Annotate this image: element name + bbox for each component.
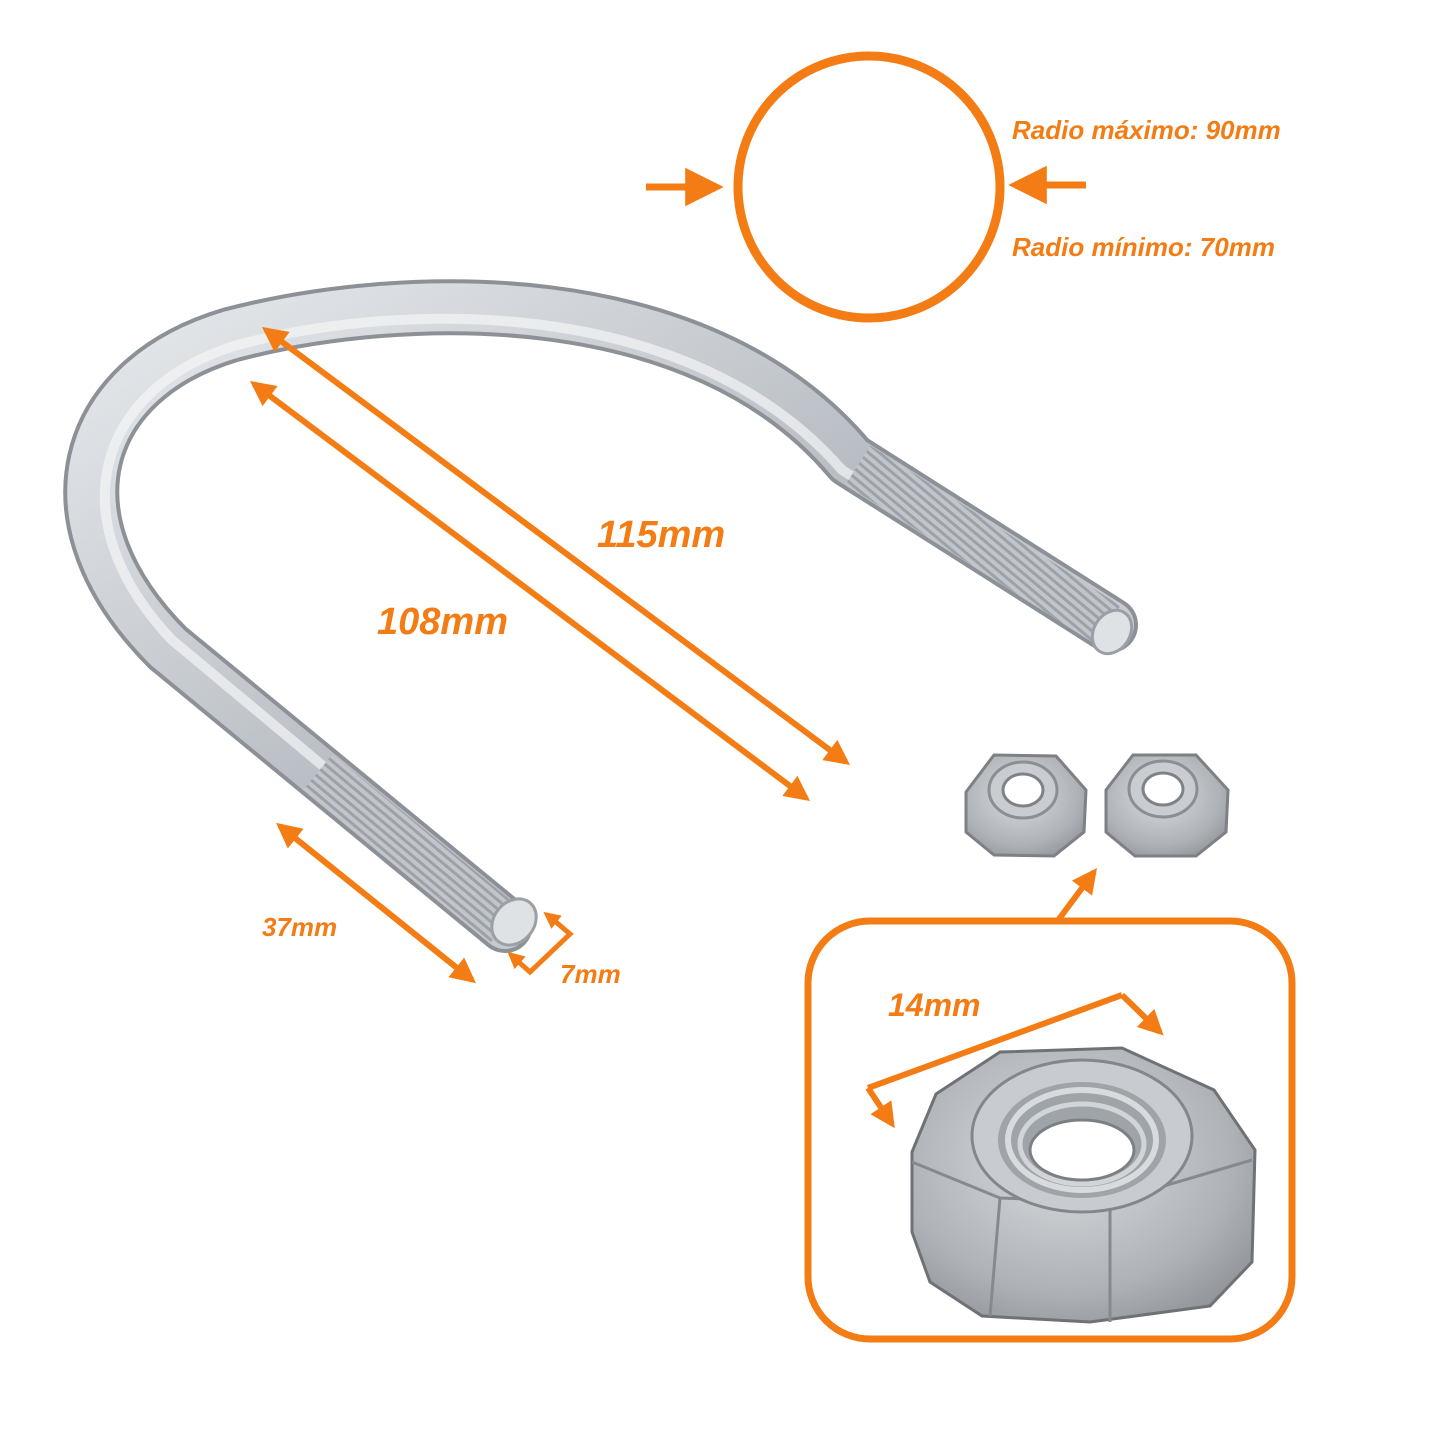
inner-length-arrow <box>249 380 811 802</box>
radius-min-label: Radio mínimo: 70mm <box>1012 232 1275 262</box>
u-bolt-image <box>63 279 1138 953</box>
rod-diameter-label: 7mm <box>560 959 621 989</box>
large-nut-image <box>910 1046 1257 1324</box>
nut-width-label: 14mm <box>888 987 981 1023</box>
thread-length-label: 37mm <box>262 912 338 942</box>
pipe-diameter-indicator <box>646 51 1086 323</box>
small-nut-left <box>964 753 1088 858</box>
inner-length-label: 108mm <box>377 601 508 643</box>
small-nut-right <box>1104 753 1230 858</box>
detail-callout-arrow <box>1056 867 1098 921</box>
thread-length-arrow <box>276 822 476 984</box>
outer-length-label: 115mm <box>597 514 726 556</box>
u-bolt-dimension-arrows <box>249 326 851 984</box>
pipe-circle <box>733 51 1005 323</box>
nut-width-dimension-line <box>866 992 1124 1091</box>
radius-max-label: Radio máximo: 90mm <box>1012 115 1281 145</box>
